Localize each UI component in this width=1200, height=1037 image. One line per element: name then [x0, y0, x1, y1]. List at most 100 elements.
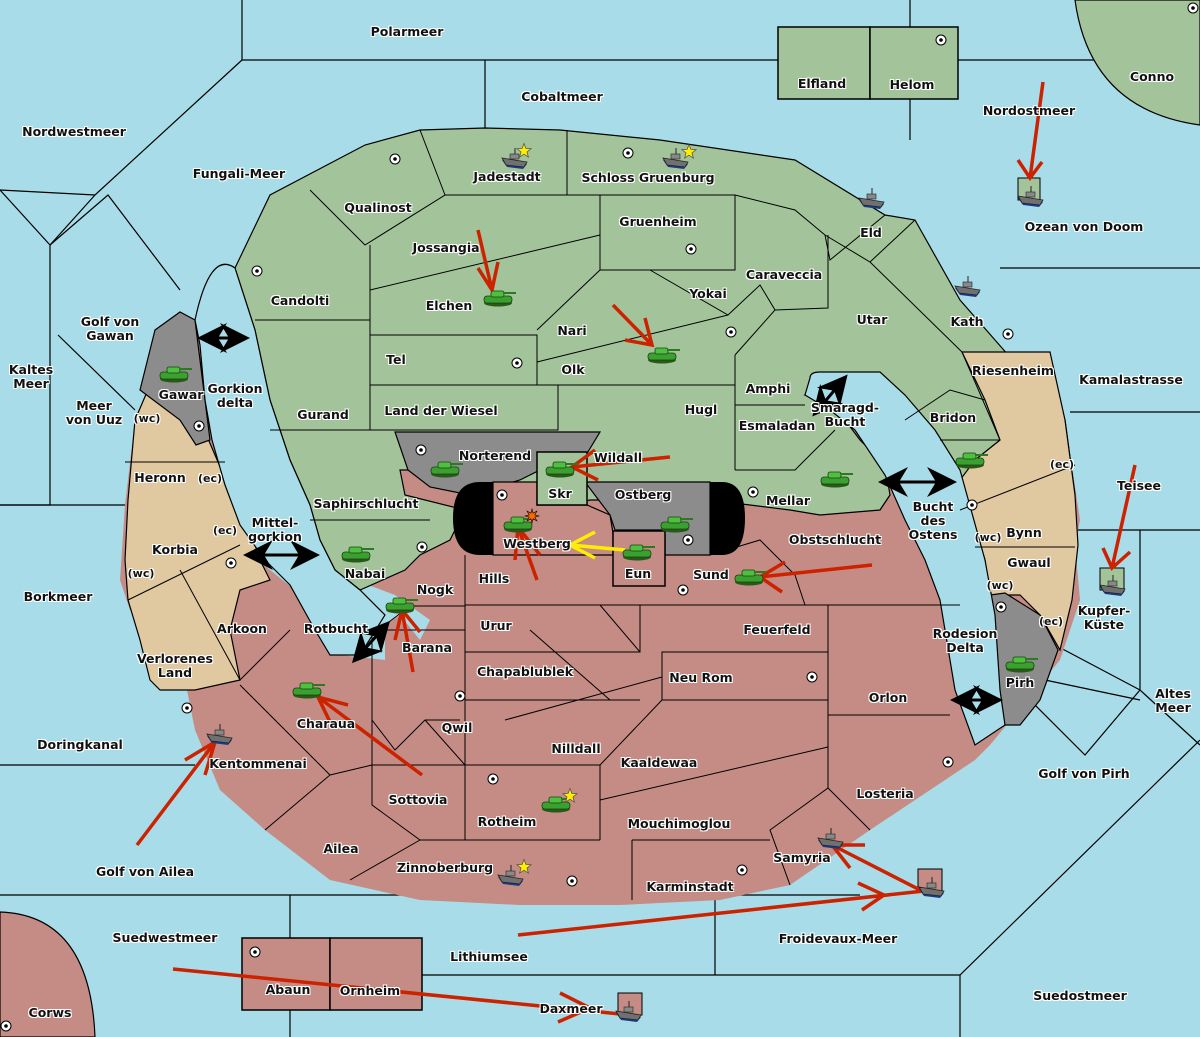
army-tank-icon[interactable] — [503, 516, 536, 533]
land-label-caraveccia[interactable]: Caraveccia — [745, 267, 823, 282]
army-tank-icon[interactable] — [734, 569, 767, 586]
land-label-obstschlucht[interactable]: Obstschlucht — [788, 532, 882, 547]
land-label-arkoon[interactable]: Arkoon — [217, 621, 267, 636]
land-label-kath[interactable]: Kath — [950, 314, 984, 329]
sea-label-kupfer--küste[interactable]: Kupfer- Küste — [1077, 603, 1131, 632]
army-tank-icon[interactable] — [385, 597, 418, 614]
sea-gorkion-channel[interactable] — [194, 263, 386, 656]
army-tank-icon[interactable] — [622, 544, 655, 561]
fleet-ship-icon[interactable] — [858, 188, 885, 209]
sea-label-golf-von-gawan[interactable]: Golf von Gawan — [80, 314, 140, 343]
land-label-mouchimoglou[interactable]: Mouchimoglou — [627, 816, 731, 831]
land-label-sottovia[interactable]: Sottovia — [388, 792, 448, 807]
land-label-orlon[interactable]: Orlon — [868, 690, 908, 705]
land-label-conno[interactable]: Conno — [1129, 69, 1175, 84]
sea-label-altes-meer[interactable]: Altes Meer — [1155, 686, 1191, 715]
army-tank-icon[interactable] — [1005, 656, 1038, 673]
land-label-abaun[interactable]: Abaun — [265, 982, 311, 997]
land-label-urur[interactable]: Urur — [480, 618, 512, 633]
land-label-elchen[interactable]: Elchen — [425, 298, 473, 313]
land-label-jadestadt[interactable]: Jadestadt — [473, 169, 541, 184]
sea-label-daxmeer[interactable]: Daxmeer — [539, 1001, 603, 1016]
fleet-ship-icon[interactable] — [662, 148, 689, 169]
fleet-ship-icon[interactable] — [918, 877, 945, 898]
land-label-olk[interactable]: Olk — [561, 362, 585, 377]
army-tank-icon[interactable] — [820, 471, 853, 488]
land-label-land-der-wiesel[interactable]: Land der Wiesel — [384, 403, 498, 418]
sea-label-nordwestmeer[interactable]: Nordwestmeer — [22, 124, 126, 139]
fleet-ship-icon[interactable] — [817, 828, 844, 849]
land-label-qualinost[interactable]: Qualinost — [344, 200, 412, 215]
army-tank-icon[interactable] — [541, 796, 574, 813]
region-elfland[interactable] — [777, 26, 871, 100]
land-label-pirh[interactable]: Pirh — [1005, 675, 1035, 690]
sea-label-froidevaux-meer[interactable]: Froidevaux-Meer — [778, 931, 898, 946]
sea-label-cobaltmeer[interactable]: Cobaltmeer — [521, 89, 603, 104]
sea-label-polarmeer[interactable]: Polarmeer — [370, 24, 444, 39]
land-label-gawar[interactable]: Gawar — [158, 387, 204, 402]
sea-label-smaragd--bucht[interactable]: Smaragd- Bucht — [810, 400, 880, 429]
land-label-westberg[interactable]: Westberg — [503, 536, 571, 551]
army-tank-icon[interactable] — [483, 290, 516, 307]
army-tank-icon[interactable] — [159, 366, 192, 383]
land-label-hugl[interactable]: Hugl — [684, 402, 718, 417]
land-label-gurand[interactable]: Gurand — [297, 407, 349, 422]
fleet-ship-icon[interactable] — [501, 148, 528, 169]
land-label-ostberg[interactable]: Ostberg — [614, 487, 672, 502]
land-label-gwaul[interactable]: Gwaul — [1007, 555, 1051, 570]
land-label-tel[interactable]: Tel — [386, 352, 406, 367]
land-label-wildall[interactable]: Wildall — [593, 450, 643, 465]
land-label-yokai[interactable]: Yokai — [689, 286, 727, 301]
land-label-helom[interactable]: Helom — [889, 77, 935, 92]
land-label-korbia[interactable]: Korbia — [152, 542, 198, 557]
fleet-ship-icon[interactable] — [954, 276, 981, 297]
land-label-charaua[interactable]: Charaua — [296, 716, 356, 731]
land-label-gruenheim[interactable]: Gruenheim — [619, 214, 697, 229]
region-norterend[interactable] — [394, 431, 602, 496]
region-ornheim[interactable] — [329, 937, 423, 1011]
land-label-riesenheim[interactable]: Riesenheim — [972, 363, 1054, 378]
fleet-ship-icon[interactable] — [1017, 186, 1044, 207]
sea-label-rotbucht[interactable]: Rotbucht — [303, 621, 369, 636]
land-label-sund[interactable]: Sund — [693, 567, 729, 582]
sea-label-golf-von-ailea[interactable]: Golf von Ailea — [95, 864, 195, 879]
land-label-amphi[interactable]: Amphi — [745, 381, 791, 396]
land-label-rotheim[interactable]: Rotheim — [477, 814, 537, 829]
land-label-saphirschlucht[interactable]: Saphirschlucht — [313, 496, 419, 511]
land-label-samyria[interactable]: Samyria — [773, 850, 831, 865]
land-label-kentommenai[interactable]: Kentommenai — [209, 756, 307, 771]
sea-smaragd-bucht-ostens[interactable] — [804, 371, 1006, 746]
region-conno[interactable] — [1074, 0, 1200, 126]
land-label-verlorenes-land[interactable]: Verlorenes Land — [137, 651, 213, 680]
sea-label-suedostmeer[interactable]: Suedostmeer — [1033, 988, 1127, 1003]
fleet-ship-icon[interactable] — [206, 724, 233, 745]
land-label-skr[interactable]: Skr — [548, 486, 572, 501]
land-label-barana[interactable]: Barana — [402, 640, 452, 655]
fleet-ship-icon[interactable] — [615, 1001, 642, 1022]
sea-label-bucht-des-ostens[interactable]: Bucht des Ostens — [908, 499, 958, 542]
land-label-nilldall[interactable]: Nilldall — [551, 741, 601, 756]
army-tank-icon[interactable] — [341, 546, 374, 563]
land-label-qwil[interactable]: Qwil — [441, 720, 473, 735]
sea-label-rodesion-delta[interactable]: Rodesion Delta — [932, 626, 998, 655]
land-label-corws[interactable]: Corws — [28, 1005, 72, 1020]
sea-label-meer-von-uuz[interactable]: Meer von Uuz — [65, 398, 123, 427]
land-label-jossangia[interactable]: Jossangia — [412, 240, 480, 255]
army-tank-icon[interactable] — [292, 682, 325, 699]
land-label-feuerfeld[interactable]: Feuerfeld — [743, 622, 811, 637]
land-label-karminstadt[interactable]: Karminstadt — [646, 879, 734, 894]
army-tank-icon[interactable] — [955, 452, 988, 469]
sea-label-mittel--gorkion[interactable]: Mittel- gorkion — [248, 515, 302, 544]
army-tank-icon[interactable] — [545, 461, 578, 478]
land-label-chapablublek[interactable]: Chapablublek — [476, 664, 574, 679]
army-tank-icon[interactable] — [430, 461, 463, 478]
sea-label-gorkion-delta[interactable]: Gorkion delta — [207, 381, 263, 410]
fleet-ship-icon[interactable] — [1099, 575, 1126, 596]
land-label-esmaladan[interactable]: Esmaladan — [738, 418, 816, 433]
land-label-norterend[interactable]: Norterend — [458, 448, 532, 463]
land-label-hills[interactable]: Hills — [478, 571, 510, 586]
land-label-elfland[interactable]: Elfland — [797, 76, 847, 91]
sea-label-doringkanal[interactable]: Doringkanal — [37, 737, 123, 752]
land-label-nari[interactable]: Nari — [557, 323, 587, 338]
sea-label-golf-von-pirh[interactable]: Golf von Pirh — [1038, 766, 1130, 781]
